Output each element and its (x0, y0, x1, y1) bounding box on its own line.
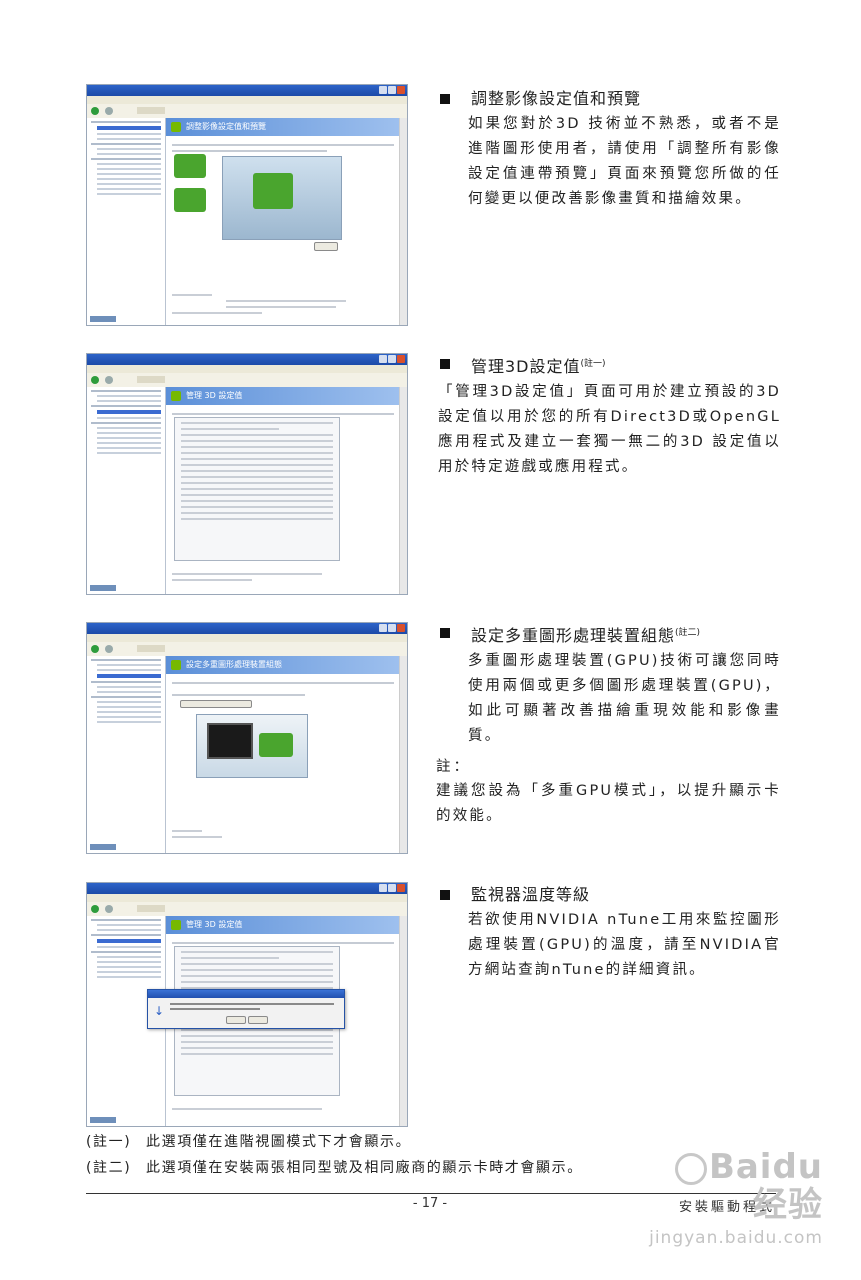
graphics-card-icon (259, 733, 293, 757)
forward-icon (105, 905, 113, 913)
page-banner: 設定多重圖形處理裝置組態 (166, 656, 400, 674)
section-monitor-temperature: 監視器溫度等級 若欲使用NVIDIA nTune工用來監控圖形處理裝置(GPU)… (436, 884, 781, 983)
page-banner: 調整影像設定值和預覽 (166, 118, 400, 136)
page-number: - 17 - (412, 1196, 448, 1211)
section-title: 設定多重圖形處理裝置組態(註二) (436, 622, 781, 647)
screenshot-monitor-temperature: 管理 3D 設定值 ↓ (86, 882, 408, 1127)
screenshot-manage-3d-settings: 管理 3D 設定值 (86, 353, 408, 595)
toolbar (87, 642, 407, 657)
menu-bar (87, 96, 407, 104)
note-body: 建議您設為「多重GPU模式」，以提升顯示卡的效能。 (436, 783, 781, 824)
window-titlebar (87, 623, 407, 634)
multi-gpu-mode-option[interactable] (180, 700, 252, 708)
content-pane: 調整影像設定值和預覽 (166, 118, 400, 325)
square-bullet-icon (440, 94, 450, 104)
section-body: 多重圖形處理裝置(GPU)技術可讓您同時使用兩個或更多個圖形處理裝置(GPU)，… (468, 653, 781, 744)
close-icon (397, 86, 405, 94)
scrollbar[interactable] (399, 656, 407, 853)
preview-thumb-icon (174, 188, 206, 212)
preview-thumb-icon (174, 154, 206, 178)
monitor-icon (207, 723, 253, 759)
window-titlebar (87, 354, 407, 365)
square-bullet-icon (440, 628, 450, 638)
screenshot-adjust-image-settings: 調整影像設定值和預覽 (86, 84, 408, 326)
page-banner: 管理 3D 設定值 (166, 387, 400, 405)
back-icon (91, 905, 99, 913)
section-adjust-image-settings: 調整影像設定值和預覽 如果您對於3D 技術並不熟悉，或者不是進階圖形使用者，請使… (436, 88, 781, 212)
info-icon: ↓ (154, 1004, 165, 1018)
section-title: 管理3D設定值(註一) (436, 353, 781, 378)
sli-illustration (196, 714, 308, 778)
3d-preview-scene (222, 156, 342, 240)
task-sidebar (87, 387, 166, 594)
menu-bar (87, 365, 407, 373)
section-title: 監視器溫度等級 (436, 884, 781, 906)
pause-button[interactable] (314, 242, 338, 251)
menu-bar (87, 894, 407, 902)
back-icon (91, 376, 99, 384)
chapter-title: 安裝驅動程式 (678, 1200, 775, 1215)
section-body: 「管理3D設定值」頁面可用於建立預設的3D設定值以用於您的所有Direct3D或… (438, 384, 781, 475)
window-titlebar (87, 85, 407, 96)
back-icon (91, 107, 99, 115)
toolbar (87, 104, 407, 119)
section-title: 調整影像設定值和預覽 (436, 88, 781, 110)
ok-button[interactable] (226, 1016, 246, 1024)
task-sidebar (87, 118, 166, 325)
section-body: 如果您對於3D 技術並不熟悉，或者不是進階圖形使用者，請使用「調整所有影像設定值… (468, 116, 781, 207)
content-pane: 管理 3D 設定值 (166, 387, 400, 594)
footnote-2: (註二)此選項僅在安裝兩張相同型號及相同廠商的顯示卡時才會顯示。 (86, 1160, 583, 1176)
close-icon (397, 355, 405, 363)
menu-bar (87, 634, 407, 642)
section-manage-3d-settings: 管理3D設定值(註一) 「管理3D設定值」頁面可用於建立預設的3D設定值以用於您… (436, 353, 781, 480)
window-titlebar (87, 883, 407, 894)
square-bullet-icon (440, 359, 450, 369)
close-icon (397, 884, 405, 892)
note-heading: 註： (436, 759, 471, 775)
back-icon (91, 645, 99, 653)
toolbar (87, 373, 407, 388)
forward-icon (105, 645, 113, 653)
square-bullet-icon (440, 890, 450, 900)
scrollbar[interactable] (399, 118, 407, 325)
close-icon (397, 624, 405, 632)
forward-icon (105, 107, 113, 115)
paw-logo-icon (674, 1152, 707, 1185)
cancel-button[interactable] (248, 1016, 268, 1024)
watermark: Baidu 经验 jingyan.baidu.com (649, 1147, 823, 1248)
footer-rule (86, 1193, 776, 1194)
task-sidebar (87, 656, 166, 853)
forward-icon (105, 376, 113, 384)
footnote-1: (註一)此選項僅在進階視圖模式下才會顯示。 (86, 1134, 412, 1150)
content-pane: 設定多重圖形處理裝置組態 (166, 656, 400, 853)
scrollbar[interactable] (399, 916, 407, 1126)
ntune-dialog: ↓ (147, 989, 345, 1029)
section-body: 若欲使用NVIDIA nTune工用來監控圖形處理裝置(GPU)的溫度，請至NV… (468, 912, 781, 978)
section-multi-gpu-config: 設定多重圖形處理裝置組態(註二) 多重圖形處理裝置(GPU)技術可讓您同時使用兩… (436, 622, 781, 829)
settings-table (174, 417, 340, 561)
scrollbar[interactable] (399, 387, 407, 594)
toolbar (87, 902, 407, 917)
page-banner: 管理 3D 設定值 (166, 916, 400, 934)
screenshot-multi-gpu-config: 設定多重圖形處理裝置組態 (86, 622, 408, 854)
